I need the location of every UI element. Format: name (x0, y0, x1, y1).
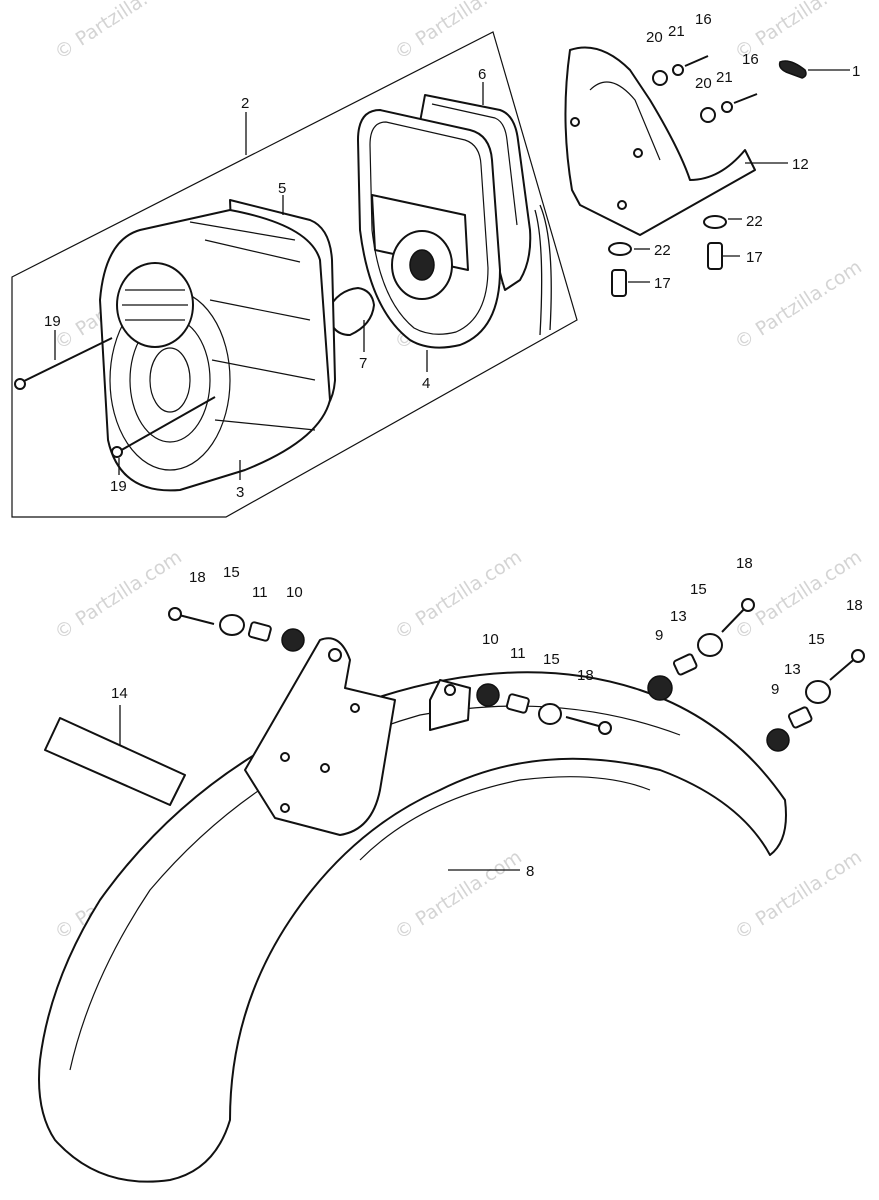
part-8-fender (38, 637, 787, 1183)
callout-18: 18 (846, 597, 863, 614)
callout-17: 17 (654, 275, 671, 292)
callout-18: 18 (577, 667, 594, 684)
callout-11: 11 (252, 584, 268, 601)
assembly-outline (11, 31, 578, 518)
callout-15: 15 (808, 631, 825, 648)
callout-18: 18 (736, 555, 753, 572)
watermark: © Partzilla.com (51, 0, 186, 64)
callout-20: 20 (695, 75, 712, 92)
watermark: © Partzilla.com (391, 846, 526, 944)
callout-12: 12 (792, 156, 809, 173)
watermark: © Partzilla.com (731, 846, 866, 944)
bracket-hardware (608, 55, 758, 297)
callout-16: 16 (695, 11, 712, 28)
callout-20: 20 (646, 29, 663, 46)
callout-16: 16 (742, 51, 759, 68)
callout-13: 13 (670, 608, 687, 625)
callout-14: 14 (111, 685, 128, 702)
part-7-bulb (327, 287, 375, 336)
fender-hardware (168, 598, 865, 752)
callout-9: 9 (655, 627, 663, 644)
callout-1: 1 (852, 63, 860, 80)
part-4-housing (357, 109, 552, 349)
watermark: © Partzilla.com (391, 546, 526, 644)
callout-4: 4 (422, 375, 430, 392)
callout-15: 15 (223, 564, 240, 581)
callout-15: 15 (543, 651, 560, 668)
callout-8: 8 (526, 863, 534, 880)
callout-labels: 1 2 3 4 5 6 7 8 9 9 10 10 11 11 12 13 13… (44, 11, 863, 880)
callout-15: 15 (690, 581, 707, 598)
part-1-clip (778, 60, 807, 79)
callout-11: 11 (510, 645, 526, 662)
callout-17: 17 (746, 249, 763, 266)
watermark: © Partzilla.com (51, 546, 186, 644)
callout-18: 18 (189, 569, 206, 586)
callout-22: 22 (746, 213, 763, 230)
callout-22: 22 (654, 242, 671, 259)
part-19-screws (14, 337, 216, 458)
callout-13: 13 (784, 661, 801, 678)
watermark: © Partzilla.com (731, 256, 866, 354)
callout-10: 10 (482, 631, 499, 648)
part-12-bracket (564, 46, 756, 236)
callout-10: 10 (286, 584, 303, 601)
callout-21: 21 (716, 69, 733, 86)
callout-5: 5 (278, 180, 286, 197)
callout-19: 19 (110, 478, 127, 495)
callout-9: 9 (771, 681, 779, 698)
callout-3: 3 (236, 484, 244, 501)
callout-21: 21 (668, 23, 685, 40)
watermark: © Partzilla.com (391, 0, 526, 64)
part-14-reflector (44, 717, 186, 806)
callout-7: 7 (359, 355, 367, 372)
leader-lines (54, 69, 850, 871)
part-3-lens (99, 209, 331, 492)
callout-19: 19 (44, 313, 61, 330)
callout-2: 2 (241, 95, 249, 112)
callout-6: 6 (478, 66, 486, 83)
